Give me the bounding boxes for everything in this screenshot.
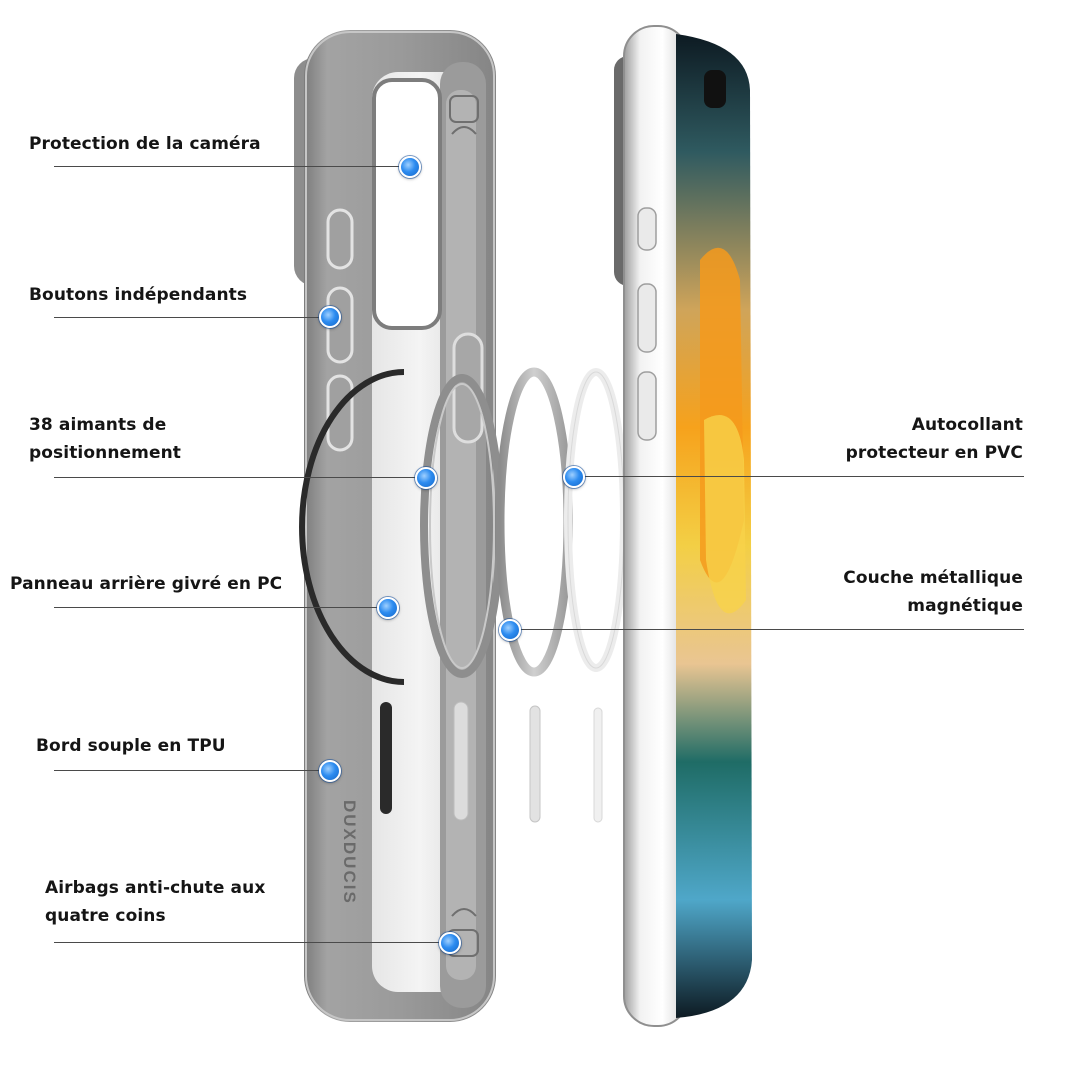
case-brand-text: DUXDUCIS xyxy=(340,800,359,905)
leader-airbags xyxy=(54,942,450,943)
label-independent-buttons: Boutons indépendants xyxy=(29,285,248,305)
label-metal-layer-line1: Couche métallique xyxy=(843,568,1023,588)
marker-airbags xyxy=(439,932,461,954)
leader-independent-buttons xyxy=(54,317,330,318)
leader-sticker xyxy=(574,476,1024,477)
label-tpu-edge: Bord souple en TPU xyxy=(36,736,226,756)
leader-metal-layer xyxy=(510,629,1024,630)
leader-camera-protection xyxy=(54,166,410,167)
label-metal-layer-line2: magnétique xyxy=(907,596,1023,616)
leader-frosted-back xyxy=(54,607,388,608)
label-sticker-line2: protecteur en PVC xyxy=(845,443,1023,463)
label-airbags-line1: Airbags anti-chute aux xyxy=(45,878,266,898)
label-camera-protection: Protection de la caméra xyxy=(29,134,261,154)
marker-independent-buttons xyxy=(319,306,341,328)
marker-magnets xyxy=(415,467,437,489)
label-sticker-line1: Autocollant xyxy=(911,415,1023,435)
marker-camera-protection xyxy=(399,156,421,178)
marker-sticker xyxy=(563,466,585,488)
label-magnets-line1: 38 aimants de xyxy=(29,415,167,435)
label-frosted-back: Panneau arrière givré en PC xyxy=(10,574,283,594)
label-airbags-line2: quatre coins xyxy=(45,906,166,926)
marker-tpu-edge xyxy=(319,760,341,782)
marker-metal-layer xyxy=(499,619,521,641)
leader-tpu-edge xyxy=(54,770,330,771)
leader-magnets xyxy=(54,477,426,478)
label-magnets-line2: positionnement xyxy=(29,443,182,463)
marker-frosted-back xyxy=(377,597,399,619)
